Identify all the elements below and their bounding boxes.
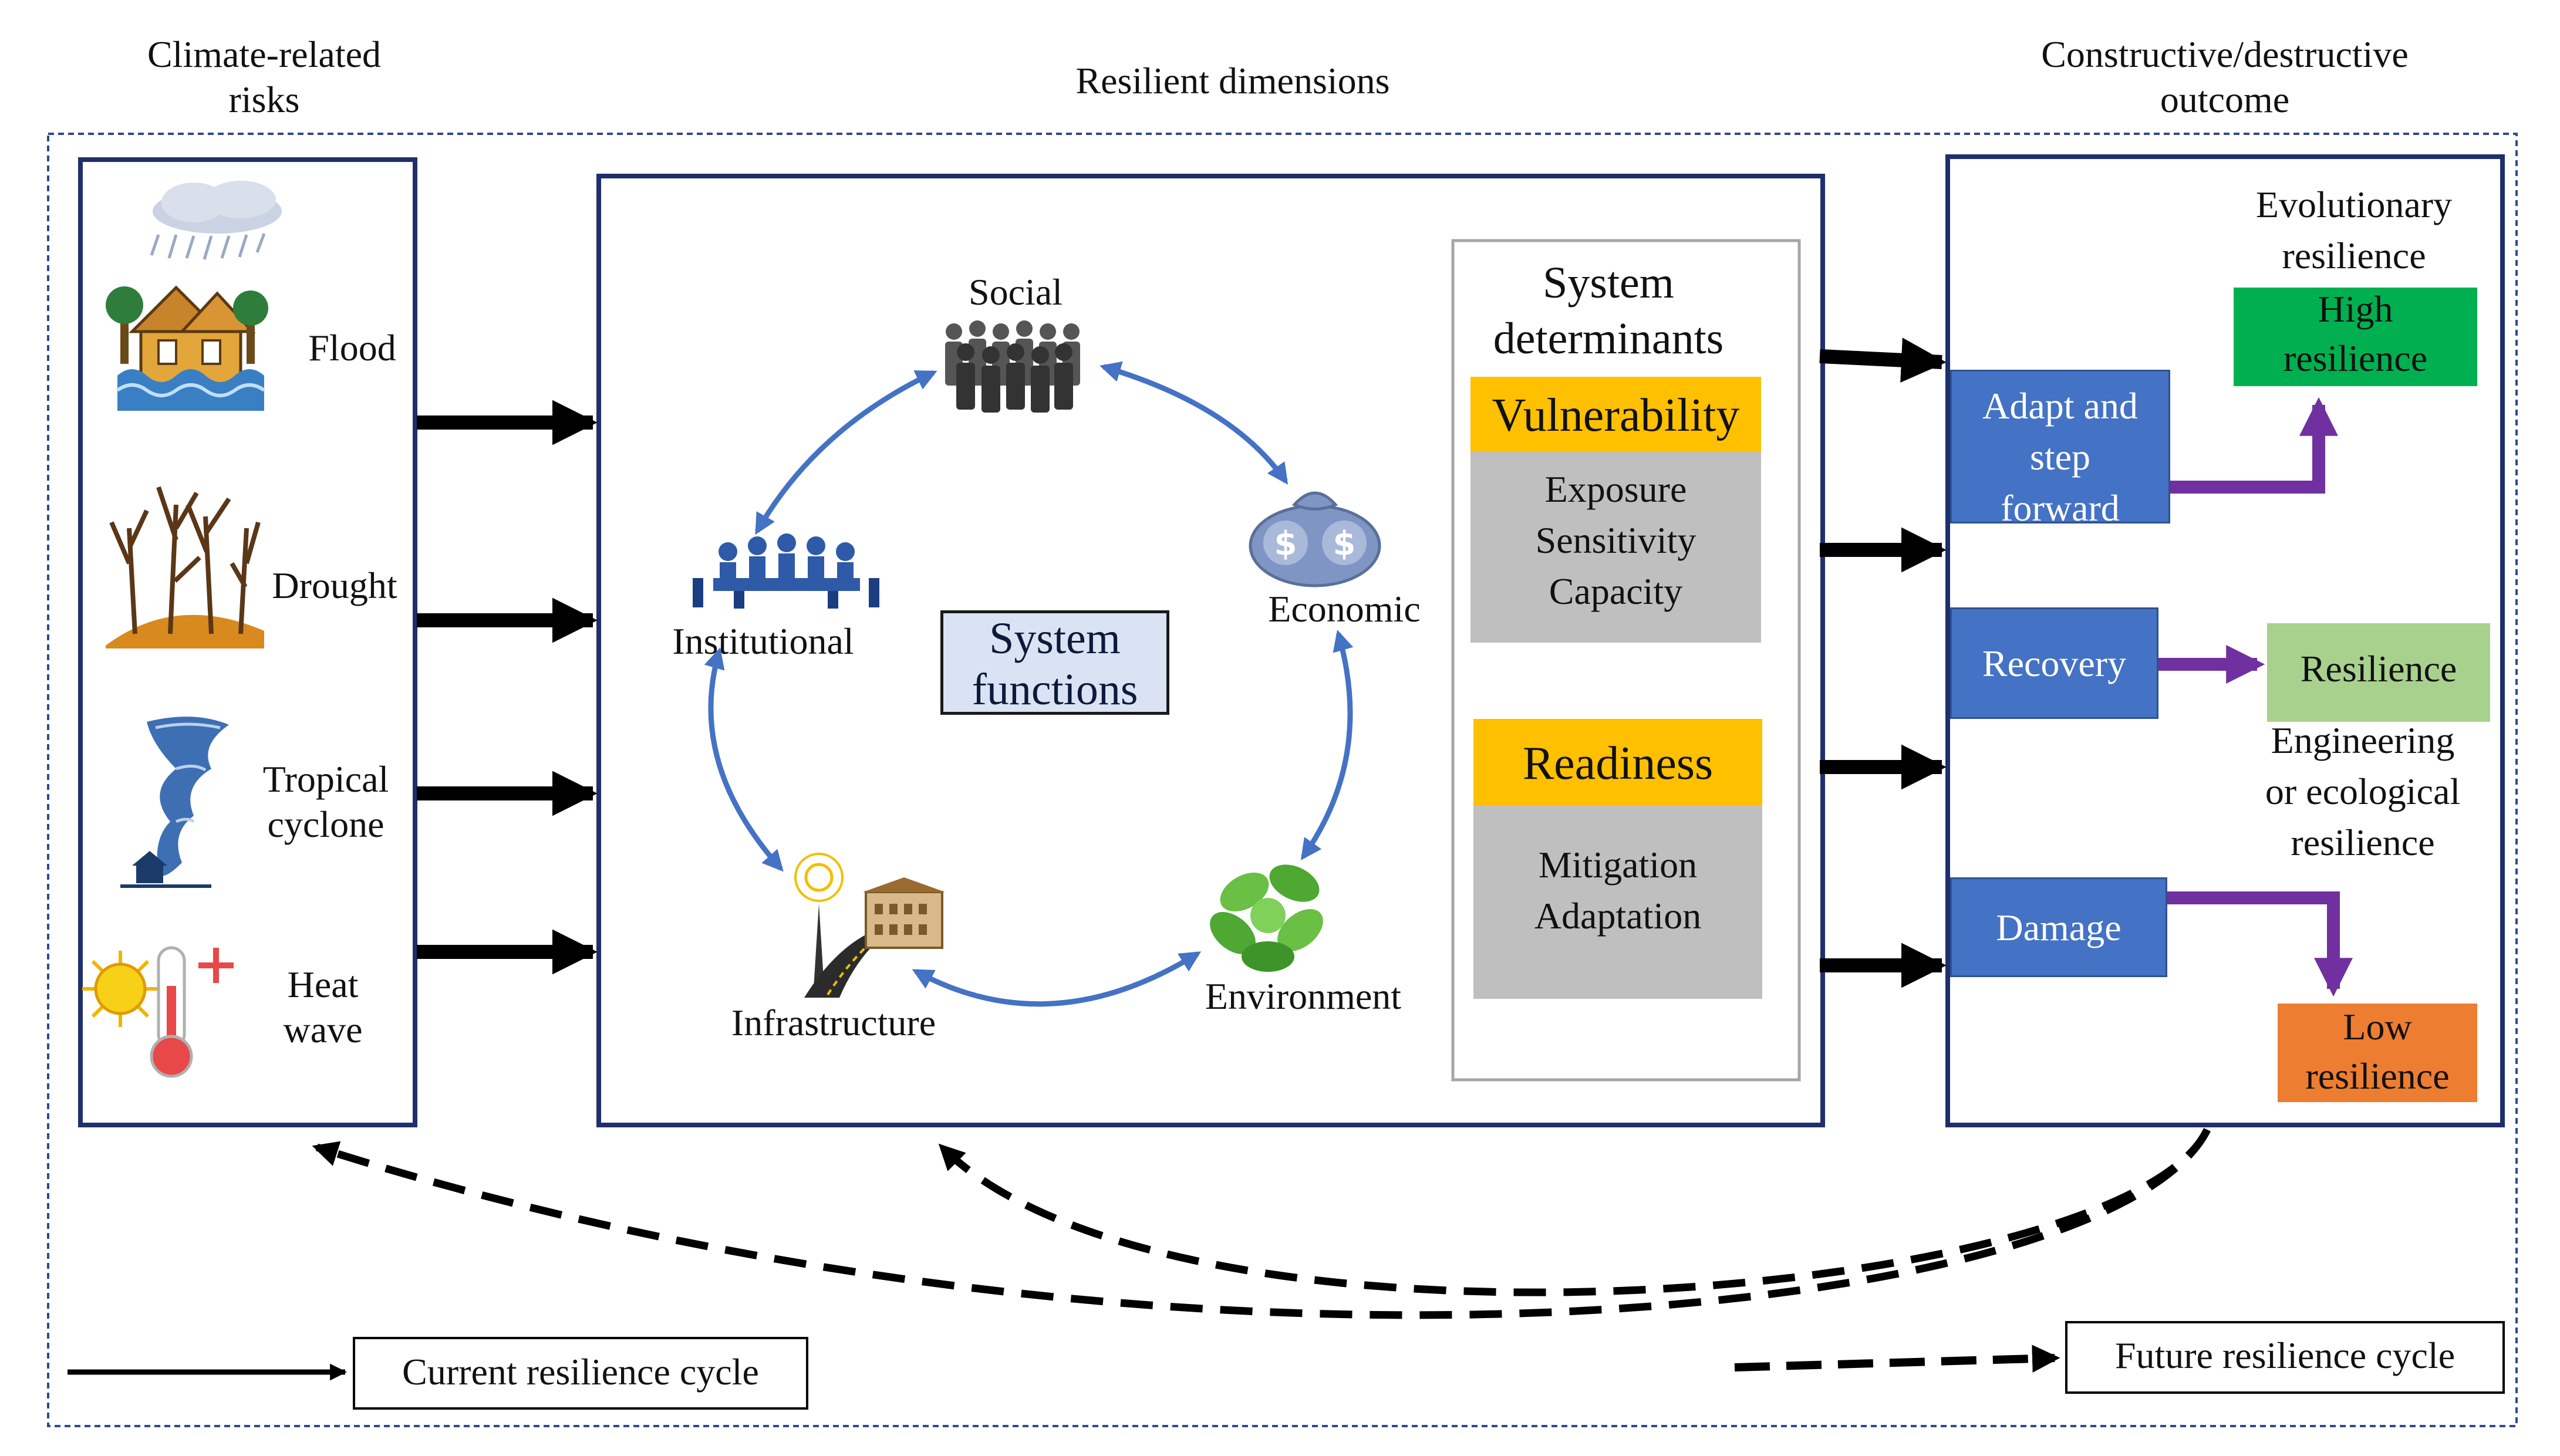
arrow-damage-low xyxy=(2166,891,2353,997)
dimension-social-label: Social xyxy=(969,271,1063,313)
risk-flood-label: Flood xyxy=(308,327,396,369)
engineering-line-2: or ecological xyxy=(2265,771,2461,813)
dimension-institutional-label: Institutional xyxy=(672,620,854,662)
high-line-2: resilience xyxy=(2283,337,2428,380)
cycle-arrow-social-economic xyxy=(1099,361,1289,485)
cycle-arrow-economic-environment xyxy=(1300,630,1354,860)
risk-heat-line-1: Heat xyxy=(287,964,359,1005)
legend-dashed-arrow xyxy=(1734,1344,2060,1373)
risk-cyclone-line-1: Tropical xyxy=(262,758,389,800)
evolutionary-resilience-label: Evolutionary resilience xyxy=(2219,179,2489,281)
ready-item-adaptation: Adaptation xyxy=(1534,895,1702,937)
crowd-icon xyxy=(945,320,1080,413)
svg-text:$: $ xyxy=(1333,525,1356,563)
drought-icon xyxy=(106,486,264,648)
engineering-line-1: Engineering xyxy=(2271,719,2455,761)
low-line-2: resilience xyxy=(2305,1055,2450,1097)
dimension-infrastructure-label: Infrastructure xyxy=(731,1002,936,1043)
high-line-1: High xyxy=(2318,288,2393,330)
evolutionary-line-1: Evolutionary xyxy=(2255,184,2453,225)
system-functions-line-1: System xyxy=(989,614,1121,663)
header-risks-line-2: risks xyxy=(228,78,300,120)
rain-cloud-icon xyxy=(150,181,282,260)
determinants-title-line-2: determinants xyxy=(1493,314,1724,363)
readiness-label: Readiness xyxy=(1522,738,1714,789)
legend-future-label: Future resilience cycle xyxy=(2114,1335,2456,1376)
vuln-item-capacity: Capacity xyxy=(1549,570,1683,613)
evolutionary-line-2: resilience xyxy=(2282,235,2426,277)
risk-drought-label: Drought xyxy=(272,565,397,606)
risk-heat-line-2: wave xyxy=(283,1008,363,1050)
determinants-title: System determinants xyxy=(1456,255,1761,367)
vulnerability-label: Vulnerability xyxy=(1492,390,1740,441)
cycle-arrow-infrastructure-institutional xyxy=(704,647,784,872)
vulnerability-body: Exposure Sensitivity Capacity xyxy=(1470,452,1761,643)
readiness-header: Readiness xyxy=(1473,719,1762,805)
purple-arrows xyxy=(2154,397,2353,997)
infrastructure-icon xyxy=(794,853,945,998)
recovery-box: Recovery xyxy=(1950,607,2158,719)
outer-frame xyxy=(47,133,2518,1427)
adapt-line-2: step xyxy=(2029,436,2091,478)
arrow-out-1 xyxy=(1819,337,1947,383)
header-risks: Climate-related risks xyxy=(117,32,411,123)
ready-item-mitigation: Mitigation xyxy=(1538,844,1698,886)
engineering-resilience-label: Engineering or ecological resilience xyxy=(2231,715,2495,868)
adapt-line-3: forward xyxy=(2001,487,2120,529)
recovery-label: Recovery xyxy=(1982,643,2127,684)
cycle-arrows xyxy=(704,361,1354,1007)
low-line-1: Low xyxy=(2343,1006,2412,1048)
damage-box: Damage xyxy=(1950,877,2167,977)
resilience-label: Resilience xyxy=(2300,648,2457,690)
header-dimensions: Resilient dimensions xyxy=(1075,60,1390,102)
header-risks-line-1: Climate-related xyxy=(147,33,382,75)
low-resilience-box: Low resilience xyxy=(2278,1004,2477,1102)
meeting-icon xyxy=(693,533,879,609)
system-functions-line-2: functions xyxy=(972,665,1138,715)
system-functions-box: System functions xyxy=(940,610,1169,715)
dimension-economic-label: Economic xyxy=(1268,588,1421,630)
readiness-body: Mitigation Adaptation xyxy=(1473,805,1762,999)
flooded-house-icon xyxy=(106,285,268,411)
legend-current-label: Current resilience cycle xyxy=(402,1351,759,1393)
heat-wave-icon xyxy=(82,946,234,1078)
risk-cyclone-line-2: cyclone xyxy=(267,803,384,845)
vuln-item-sensitivity: Sensitivity xyxy=(1535,519,1696,562)
risk-cyclone-label: Tropical cyclone xyxy=(247,757,405,847)
cycle-arrow-institutional-social xyxy=(755,370,937,535)
header-outcome-line-1: Constructive/destructive xyxy=(2041,33,2409,75)
money-bag-icon: $ $ xyxy=(1249,491,1381,587)
engineering-line-3: resilience xyxy=(2291,822,2435,864)
adapt-line-1: Adapt and xyxy=(1982,385,2138,427)
future-arrow-to-risks xyxy=(312,1128,2211,1319)
header-outcome: Constructive/destructive outcome xyxy=(1984,32,2465,123)
resilience-box: Resilience xyxy=(2267,623,2490,722)
vuln-item-exposure: Exposure xyxy=(1544,468,1687,510)
cycle-arrow-environment-infrastructure xyxy=(912,951,1202,1007)
adapt-step-forward-box: Adapt and step forward xyxy=(1950,370,2170,529)
risk-heat-label: Heat wave xyxy=(252,962,393,1053)
damage-label: Damage xyxy=(1996,907,2121,948)
dimension-environment-label: Environment xyxy=(1205,975,1402,1017)
future-arrows xyxy=(312,1128,2211,1319)
cyclone-icon xyxy=(120,717,229,888)
header-outcome-line-2: outcome xyxy=(2160,78,2290,120)
legend-future-box xyxy=(2065,1321,2505,1394)
future-arrow-to-dimensions xyxy=(938,1128,2211,1296)
svg-text:$: $ xyxy=(1274,525,1297,563)
vulnerability-header: Vulnerability xyxy=(1470,377,1761,452)
arrow-adapt-high xyxy=(2169,397,2338,494)
determinants-title-line-1: System xyxy=(1543,258,1674,308)
legend-current-box xyxy=(353,1337,808,1410)
leaves-icon xyxy=(1210,864,1323,972)
high-resilience-box: High resilience xyxy=(2234,288,2477,386)
